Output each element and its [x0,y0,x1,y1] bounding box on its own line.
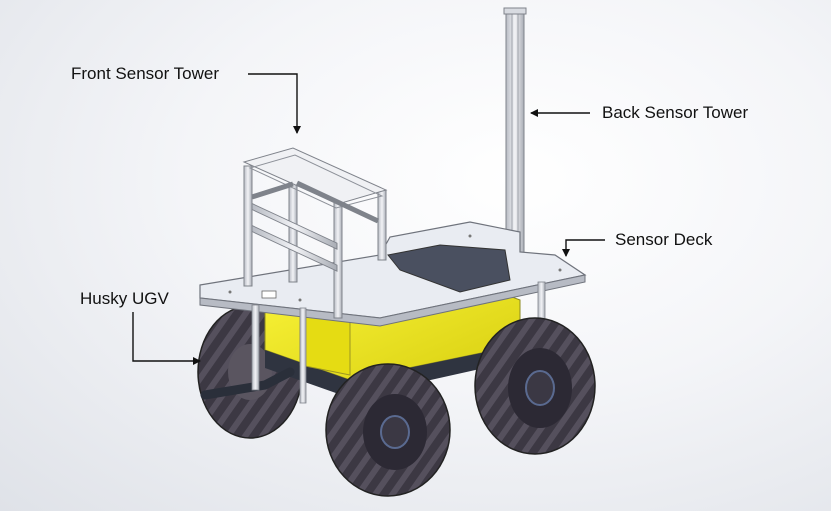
back-sensor-tower-label: Back Sensor Tower [602,103,749,122]
front-right-wheel [474,317,596,455]
husky-ugv-label: Husky UGV [80,289,169,308]
back-sensor-tower-post [503,7,527,263]
front-sensor-tower-frame [242,147,388,319]
front-left-wheel [325,363,451,497]
husky-ugv-arrow [132,312,201,365]
front-tower-arrow [248,73,301,134]
sensor-deck-plate [199,221,587,404]
sensor-deck-arrow [562,239,605,257]
sensor-deck-label: Sensor Deck [615,230,713,249]
front-sensor-tower-label: Front Sensor Tower [71,64,220,83]
callout-arrows [132,73,605,365]
